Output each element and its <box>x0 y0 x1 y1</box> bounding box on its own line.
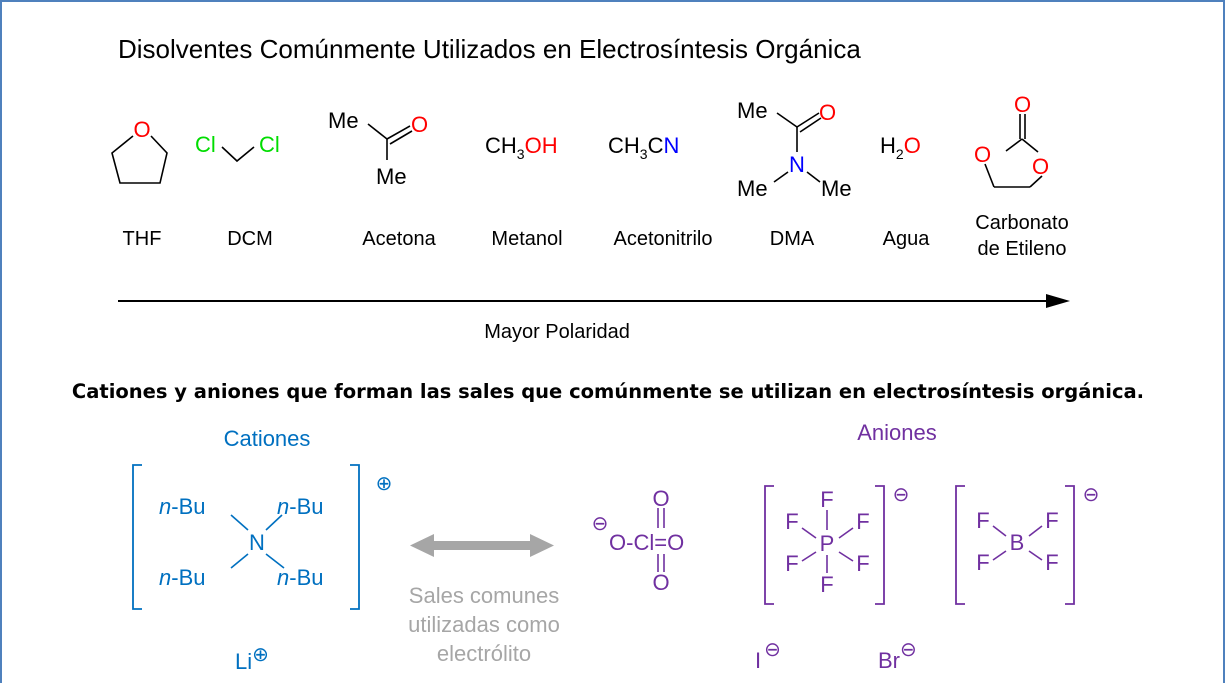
lithium-cation: Li⊕ <box>235 644 269 674</box>
carbonate-oxygen-top: O <box>1014 92 1031 117</box>
hexafluorophosphate-brackets <box>764 485 885 605</box>
pf6-fluorine-upper-right: F <box>856 509 869 534</box>
acetonitrile-formula: CH3CN <box>608 133 679 162</box>
dma-methyl-top: Me <box>737 98 768 123</box>
thf-oxygen-atom: O <box>133 117 150 142</box>
pf6-fluorine-lower-right: F <box>856 551 869 576</box>
perchlorate-double-bonds <box>657 508 665 572</box>
carbonate-oxygen-right: O <box>1032 154 1049 179</box>
bf4-fluorine-upper-left: F <box>976 508 989 533</box>
acetone-oxygen-atom: O <box>411 112 428 137</box>
tetrafluoroborate-brackets <box>955 485 1075 605</box>
double-arrow-caption-line1: Sales comunes <box>409 583 559 608</box>
carbonate-oxygen-left: O <box>974 142 991 167</box>
dma-methyl-right: Me <box>821 176 852 201</box>
perchlorate-formula: O-Cl=O <box>609 530 684 555</box>
bf4-fluorine-lower-left: F <box>976 550 989 575</box>
pf6-negative-charge: ⊖ <box>893 484 910 506</box>
methanol-label: Metanol <box>491 228 562 250</box>
acetonitrile-label: Acetonitrilo <box>614 228 713 250</box>
carbonate-label-line2: de Etileno <box>978 238 1067 260</box>
pf6-fluorine-upper-left: F <box>785 509 798 534</box>
bf4-fluorine-lower-right: F <box>1045 550 1058 575</box>
ammonium-positive-charge: ⊕ <box>376 473 393 495</box>
ammonium-butyl-top-left: n-Bu <box>159 494 206 519</box>
iodide-anion: I⊖ <box>755 639 781 673</box>
dma-oxygen-atom: O <box>819 100 836 125</box>
figure-title: Disolventes Comúnmente Utilizados en Ele… <box>118 34 861 64</box>
cation-anion-double-arrow <box>410 534 554 557</box>
ammonium-nitrogen-atom: N <box>249 530 265 555</box>
dma-bonds <box>773 112 822 183</box>
methanol-formula: CH3OH <box>485 133 558 162</box>
bf4-bonds <box>992 525 1043 561</box>
polarity-arrow-head <box>1046 294 1070 308</box>
pf6-fluorine-top: F <box>820 487 833 512</box>
anions-heading: Aniones <box>857 420 937 445</box>
acetone-methyl-bottom: Me <box>376 164 407 189</box>
acetone-label: Acetona <box>362 228 436 250</box>
dcm-bonds <box>221 146 255 163</box>
water-label: Agua <box>883 228 931 250</box>
ammonium-bonds <box>230 514 285 569</box>
ethylene-carbonate-bonds <box>984 114 1043 188</box>
pf6-bonds <box>801 510 854 573</box>
polarity-arrow-label: Mayor Polaridad <box>484 321 630 343</box>
double-arrow-caption-line3: electrólito <box>437 641 531 666</box>
pf6-fluorine-lower-left: F <box>785 551 798 576</box>
salts-section-heading: Cationes y aniones que forman las sales … <box>72 380 1144 403</box>
ammonium-butyl-top-right: n-Bu <box>277 494 324 519</box>
acetone-methyl-top: Me <box>328 108 359 133</box>
bf4-fluorine-upper-right: F <box>1045 508 1058 533</box>
carbonate-label-line1: Carbonato <box>975 212 1068 234</box>
dcm-label: DCM <box>227 228 273 250</box>
perchlorate-oxygen-top: O <box>652 486 669 511</box>
dcm-chlorine-left: Cl <box>195 132 216 157</box>
pf6-phosphorus-atom: P <box>820 531 835 556</box>
ammonium-butyl-bottom-right: n-Bu <box>277 565 324 590</box>
bromide-anion: Br⊖ <box>878 639 917 673</box>
acetone-bonds <box>367 123 413 160</box>
perchlorate-oxygen-bottom: O <box>652 570 669 595</box>
bf4-negative-charge: ⊖ <box>1083 484 1100 506</box>
perchlorate-negative-charge: ⊖ <box>592 513 609 535</box>
dma-methyl-left: Me <box>737 176 768 201</box>
pf6-fluorine-bottom: F <box>820 572 833 597</box>
cations-heading: Cationes <box>224 426 311 451</box>
thf-label: THF <box>123 228 162 250</box>
ammonium-brackets <box>132 464 360 610</box>
ammonium-butyl-bottom-left: n-Bu <box>159 565 206 590</box>
double-arrow-caption-line2: utilizadas como <box>408 612 560 637</box>
thf-structure <box>111 135 168 184</box>
dma-label: DMA <box>770 228 815 250</box>
water-formula: H2O <box>880 133 921 162</box>
bf4-boron-atom: B <box>1010 530 1025 555</box>
dma-nitrogen-atom: N <box>789 152 805 177</box>
dcm-chlorine-right: Cl <box>259 132 280 157</box>
